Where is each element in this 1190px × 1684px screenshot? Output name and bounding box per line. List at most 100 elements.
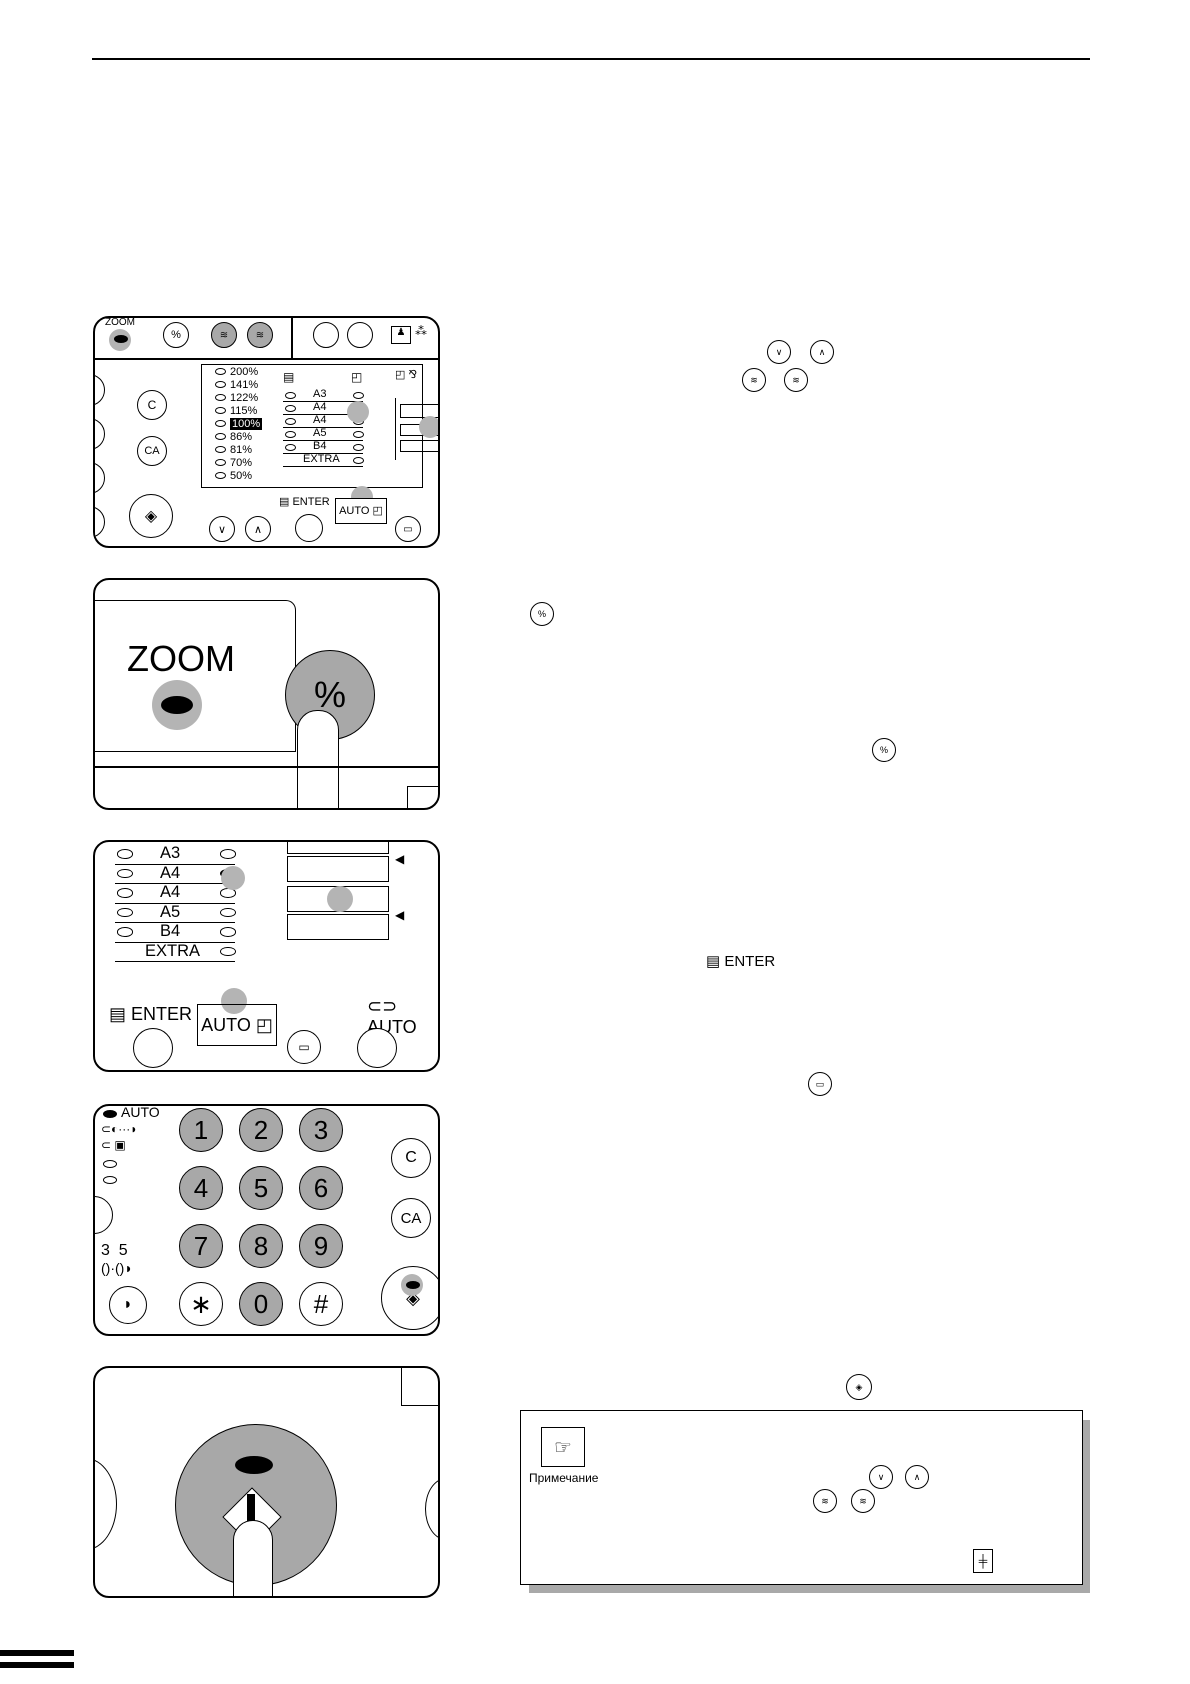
paper-lamp-right bbox=[353, 430, 364, 438]
ratio-row: 200% bbox=[215, 366, 258, 378]
paper-size-row: EXTRA bbox=[115, 942, 236, 962]
down-arrow-button[interactable]: ∨ bbox=[209, 516, 235, 542]
enter-icon-text: ENTER bbox=[724, 953, 776, 970]
paper-size-row: A4 bbox=[115, 864, 236, 884]
enter-icon: ▤ ENTER bbox=[706, 953, 776, 970]
a4-lamp-halo-large bbox=[221, 866, 245, 890]
start-lamp bbox=[406, 1281, 420, 1289]
paper-lamp-left bbox=[285, 430, 296, 438]
auto-paper-box[interactable]: AUTO ◰ bbox=[335, 498, 387, 524]
left-edge-key-2[interactable] bbox=[95, 418, 105, 450]
exposure-dots: ()·()◗ bbox=[101, 1260, 133, 1276]
paper-size-row: A3 bbox=[283, 388, 364, 402]
pointing-hand-icon: ☞ bbox=[554, 1436, 572, 1459]
tray-arrow-2: ◀ bbox=[395, 908, 405, 922]
percent-button[interactable]: % bbox=[163, 322, 189, 348]
ratio-lamp bbox=[215, 394, 226, 401]
auto-exposure-lamp bbox=[103, 1110, 117, 1118]
up-arrow-button[interactable]: ∧ bbox=[245, 516, 271, 542]
keypad-key[interactable]: 3 bbox=[299, 1108, 343, 1152]
clear-all-button[interactable]: CA bbox=[137, 436, 167, 466]
paper-lamp-left bbox=[117, 849, 133, 859]
page-edge-mark bbox=[0, 1650, 74, 1656]
left-edge-key-3[interactable] bbox=[95, 462, 105, 494]
tray-lamp-halo bbox=[419, 416, 438, 438]
keypad-key[interactable]: 0 bbox=[239, 1282, 283, 1326]
clear-button-large[interactable]: C bbox=[391, 1138, 431, 1178]
enter-button[interactable] bbox=[295, 514, 323, 542]
start-closeup-panel bbox=[93, 1366, 440, 1598]
tray-arrow-1: ◀ bbox=[395, 852, 405, 866]
keypad-key[interactable]: 6 bbox=[299, 1166, 343, 1210]
paper-lamp-left bbox=[285, 391, 296, 399]
lighter-icon: ≋ bbox=[742, 368, 766, 392]
clear-all-button-large[interactable]: CA bbox=[391, 1198, 431, 1238]
start-button[interactable]: ◈ bbox=[129, 494, 173, 538]
enter-label-large: ▤ ENTER bbox=[109, 1004, 193, 1024]
ratio-value: 115% bbox=[230, 405, 258, 417]
paper-size-label: A4 bbox=[160, 883, 181, 901]
down-arrow-icon: ∨ bbox=[869, 1465, 893, 1489]
auto-exposure-button[interactable] bbox=[357, 1028, 397, 1068]
paper-size-label: A3 bbox=[160, 844, 181, 862]
ratio-value: 200% bbox=[230, 366, 259, 378]
exposure-numbers: 3 5 bbox=[101, 1242, 128, 1259]
ratio-lamp bbox=[215, 368, 226, 375]
ratio-lamp bbox=[215, 459, 226, 466]
ratio-lamp bbox=[215, 472, 226, 479]
auto-paper-box-large[interactable]: AUTO ◰ bbox=[197, 1004, 277, 1046]
paper-lamp-right bbox=[353, 443, 364, 451]
clear-button[interactable]: C bbox=[137, 390, 167, 420]
paper-lamp-right bbox=[220, 927, 236, 937]
ratio-row: 122% bbox=[215, 392, 258, 404]
paper-size-label: A3 bbox=[313, 388, 327, 400]
left-edge-key-4[interactable] bbox=[95, 506, 105, 538]
keypad-key[interactable]: 4 bbox=[179, 1166, 223, 1210]
copy-icon: ▤ bbox=[283, 370, 295, 384]
paper-size-row: A5 bbox=[115, 902, 236, 923]
paper-lamp-right bbox=[220, 946, 236, 957]
keypad-key[interactable]: 9 bbox=[299, 1224, 343, 1268]
keypad-key[interactable]: # bbox=[299, 1282, 343, 1326]
keypad-key[interactable]: ∗ bbox=[179, 1282, 223, 1326]
percent-icon: % bbox=[872, 738, 896, 762]
paper-lamp-left bbox=[117, 888, 133, 898]
left-edge-key-1[interactable] bbox=[95, 374, 105, 406]
paper-size-row: A3 bbox=[115, 844, 236, 865]
round-button-a[interactable] bbox=[313, 322, 339, 348]
paper-size-label: A5 bbox=[160, 902, 181, 921]
tray-line bbox=[400, 440, 438, 452]
paper-select-button-large[interactable]: ▭ bbox=[287, 1030, 321, 1064]
ratio-value: 70% bbox=[230, 457, 253, 469]
paper-size-label: A5 bbox=[313, 427, 327, 439]
exposure-scale-icon: ⊂◐···◗ bbox=[101, 1122, 138, 1136]
keypad-key[interactable]: 5 bbox=[239, 1166, 283, 1210]
keypad-key[interactable]: 2 bbox=[239, 1108, 283, 1152]
paper-icon: ◰ bbox=[351, 370, 363, 384]
note-label: Примечание bbox=[529, 1471, 599, 1485]
paper-size-label: EXTRA bbox=[303, 453, 340, 465]
ratio-lamp bbox=[215, 420, 226, 427]
darker-icon: ≋ bbox=[784, 368, 808, 392]
start-bar bbox=[247, 1494, 255, 1524]
paper-size-row: B4 bbox=[115, 922, 236, 943]
tray-line bbox=[400, 404, 438, 418]
left-edge-key[interactable] bbox=[95, 1196, 113, 1234]
exposure-button[interactable]: ◗ bbox=[109, 1286, 147, 1324]
corner-box bbox=[407, 786, 438, 808]
keypad-key[interactable]: 8 bbox=[239, 1224, 283, 1268]
paper-tray-icon: ◰ ⅋ bbox=[395, 369, 418, 381]
keypad-key[interactable]: 7 bbox=[179, 1224, 223, 1268]
darker-button[interactable]: ≋ bbox=[247, 322, 273, 348]
zoom-lamp-large bbox=[161, 696, 193, 714]
control-panel-overview: ZOOM % ≋ ≋ ♟ ⁂ C CA ◈ 200%141%122%115%10… bbox=[93, 316, 440, 548]
round-button-b[interactable] bbox=[347, 322, 373, 348]
paper-select-button[interactable]: ▭ bbox=[395, 516, 421, 542]
lighter-button[interactable]: ≋ bbox=[211, 322, 237, 348]
ratio-value: 81% bbox=[230, 444, 253, 456]
percent-icon: % bbox=[530, 602, 554, 626]
keypad-key[interactable]: 1 bbox=[179, 1108, 223, 1152]
enter-button-large[interactable] bbox=[133, 1028, 173, 1068]
